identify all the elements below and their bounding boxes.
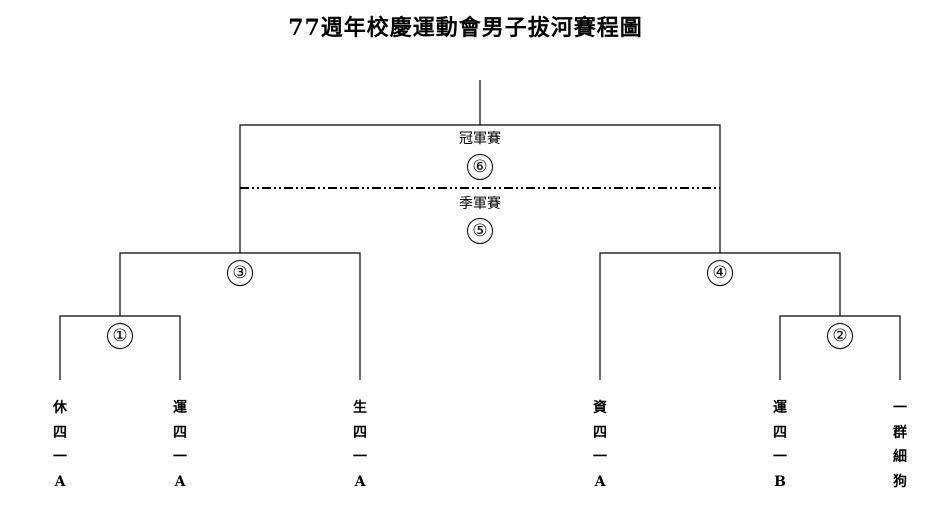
team-char: 休 [53,400,67,416]
team-char: 四 [593,424,607,441]
team-char: 四 [773,424,787,441]
bracket-line [599,252,841,380]
third-place-label: 季軍賽 [459,196,501,212]
team-char: 一 [893,400,907,416]
team-char: 細 [893,449,907,465]
bracket-line [119,252,361,380]
match-6-marker: ⑥ [467,154,493,180]
team-4: 資 四 一 A [585,396,615,494]
match-5-marker: ⑤ [467,218,493,244]
team-3: 生 四 一 A [345,396,375,494]
page-title: 77週年校慶運動會男子拔河賽程圖 [288,15,643,41]
team-char: A [54,473,66,490]
team-char: B [774,473,786,490]
match-2-marker: ② [827,323,853,349]
bracket-line [779,315,901,380]
team-char: 一 [773,449,787,465]
team-6: 一 群 細 狗 [885,396,915,494]
team-char: A [594,473,606,490]
team-char: 狗 [893,473,907,490]
team-char: A [354,473,366,490]
team-2: 運 四 一 A [165,396,195,494]
team-char: 資 [593,400,607,416]
bracket-line [59,315,181,380]
team-char: 一 [353,449,367,465]
match-4-marker: ④ [707,260,733,286]
team-char: 生 [353,400,367,416]
team-char: A [174,473,186,490]
team-char: 一 [593,449,607,465]
match-3-marker: ③ [227,260,253,286]
team-char: 運 [173,400,187,416]
team-char: 運 [773,400,787,416]
team-char: 一 [173,449,187,465]
team-char: 一 [53,449,67,465]
team-char: 四 [173,424,187,441]
final-label: 冠軍賽 [459,131,501,147]
match-1-marker: ① [107,323,133,349]
team-5: 運 四 一 B [765,396,795,494]
team-char: 四 [53,424,67,441]
team-char: 群 [893,424,907,441]
team-char: 四 [353,424,367,441]
team-1: 休 四 一 A [45,396,75,494]
